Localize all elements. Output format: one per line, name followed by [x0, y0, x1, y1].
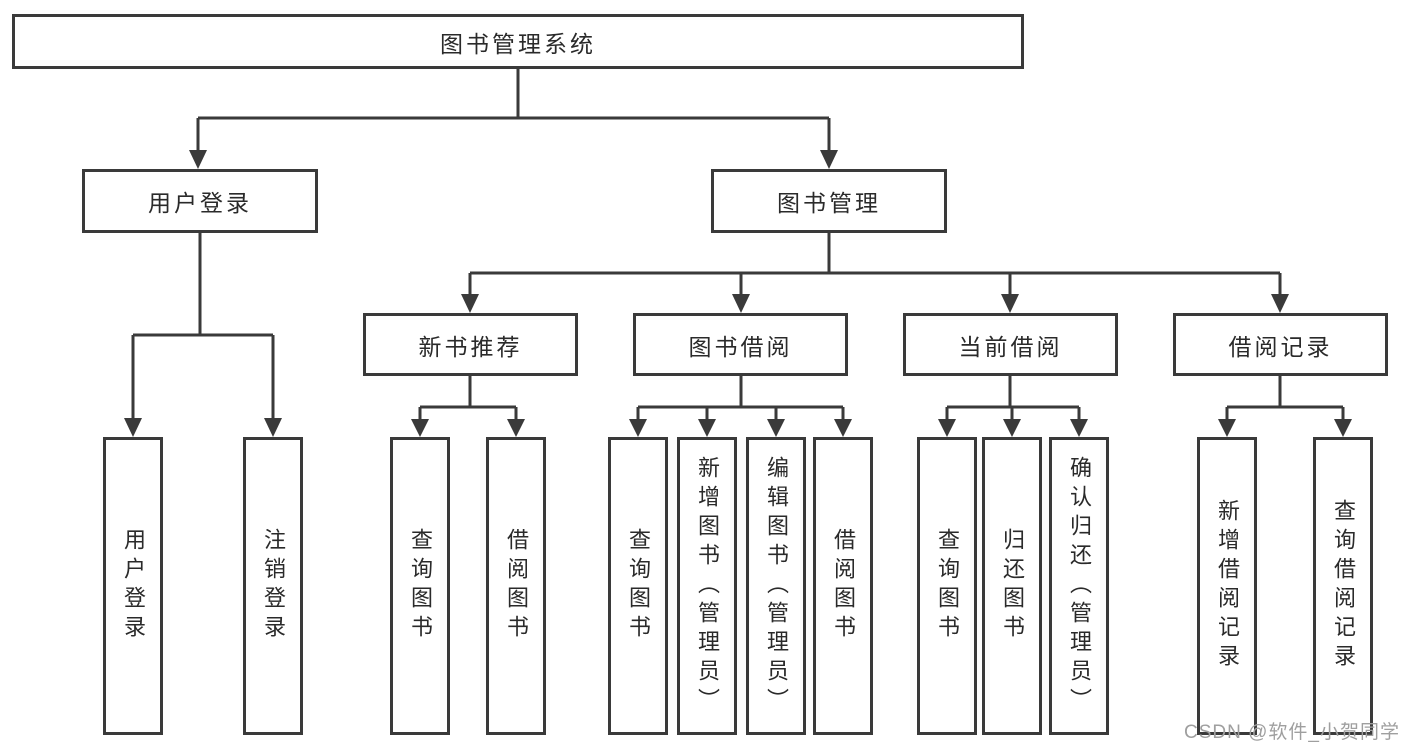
connector-current-borrow-split — [938, 376, 1088, 437]
node-current-borrow: 当前借阅 — [903, 313, 1118, 376]
node-borrow-records: 借阅记录 — [1173, 313, 1388, 376]
leaf-query-books-current: 查询图书 — [917, 437, 977, 735]
leaf-query-books-recommend-label: 查询图书 — [408, 528, 433, 644]
leaf-query-borrow-record-label: 查询借阅记录 — [1331, 499, 1356, 673]
leaf-edit-book-admin: 编辑图书（管理员） — [746, 437, 806, 735]
leaf-borrow-books-borrow-label: 借阅图书 — [831, 528, 856, 644]
leaf-user-login-label: 用户登录 — [121, 528, 146, 644]
leaf-add-book-admin-label: 新增图书（管理员） — [695, 455, 720, 717]
connector-book-borrow-split — [629, 376, 852, 437]
node-root: 图书管理系统 — [12, 14, 1024, 69]
leaf-edit-book-admin-label: 编辑图书（管理员） — [764, 455, 789, 717]
csdn-watermark: CSDN @软件_小贺同学 — [1184, 722, 1400, 743]
connector-borrow-records-split — [1218, 376, 1352, 437]
leaf-confirm-return-admin: 确认归还（管理员） — [1049, 437, 1109, 735]
leaf-query-books-current-label: 查询图书 — [935, 528, 960, 644]
leaf-query-books-recommend: 查询图书 — [390, 437, 450, 735]
leaf-query-books-borrow-label: 查询图书 — [626, 528, 651, 644]
node-book-management-label: 图书管理 — [777, 190, 881, 216]
leaf-query-borrow-record: 查询借阅记录 — [1313, 437, 1373, 735]
node-book-borrow: 图书借阅 — [633, 313, 848, 376]
node-current-borrow-label: 当前借阅 — [958, 333, 1063, 360]
leaf-confirm-return-admin-label: 确认归还（管理员） — [1067, 455, 1092, 717]
leaf-borrow-books-recommend: 借阅图书 — [486, 437, 546, 735]
leaf-add-borrow-record-label: 新增借阅记录 — [1215, 499, 1240, 673]
node-borrow-records-label: 借阅记录 — [1228, 333, 1333, 360]
node-book-borrow-label: 图书借阅 — [688, 333, 793, 360]
leaf-add-book-admin: 新增图书（管理员） — [677, 437, 737, 735]
connector-root-split — [189, 69, 838, 169]
node-book-management: 图书管理 — [711, 169, 947, 233]
connector-user-login-split — [124, 233, 282, 437]
leaf-add-borrow-record: 新增借阅记录 — [1197, 437, 1257, 735]
connector-new-book-recommend-split — [411, 376, 525, 437]
node-new-book-recommend-label: 新书推荐 — [418, 333, 523, 360]
connector-book-management-split — [461, 233, 1289, 313]
leaf-logout: 注销登录 — [243, 437, 303, 735]
leaf-query-books-borrow: 查询图书 — [608, 437, 668, 735]
leaf-return-book-label: 归还图书 — [1000, 528, 1025, 644]
node-user-login: 用户登录 — [82, 169, 318, 233]
node-root-label: 图书管理系统 — [440, 30, 596, 57]
leaf-user-login: 用户登录 — [103, 437, 163, 735]
leaf-return-book: 归还图书 — [982, 437, 1042, 735]
leaf-borrow-books-recommend-label: 借阅图书 — [504, 528, 529, 644]
node-user-login-label: 用户登录 — [148, 190, 252, 216]
leaf-borrow-books-borrow: 借阅图书 — [813, 437, 873, 735]
leaf-logout-label: 注销登录 — [261, 528, 286, 644]
node-new-book-recommend: 新书推荐 — [363, 313, 578, 376]
